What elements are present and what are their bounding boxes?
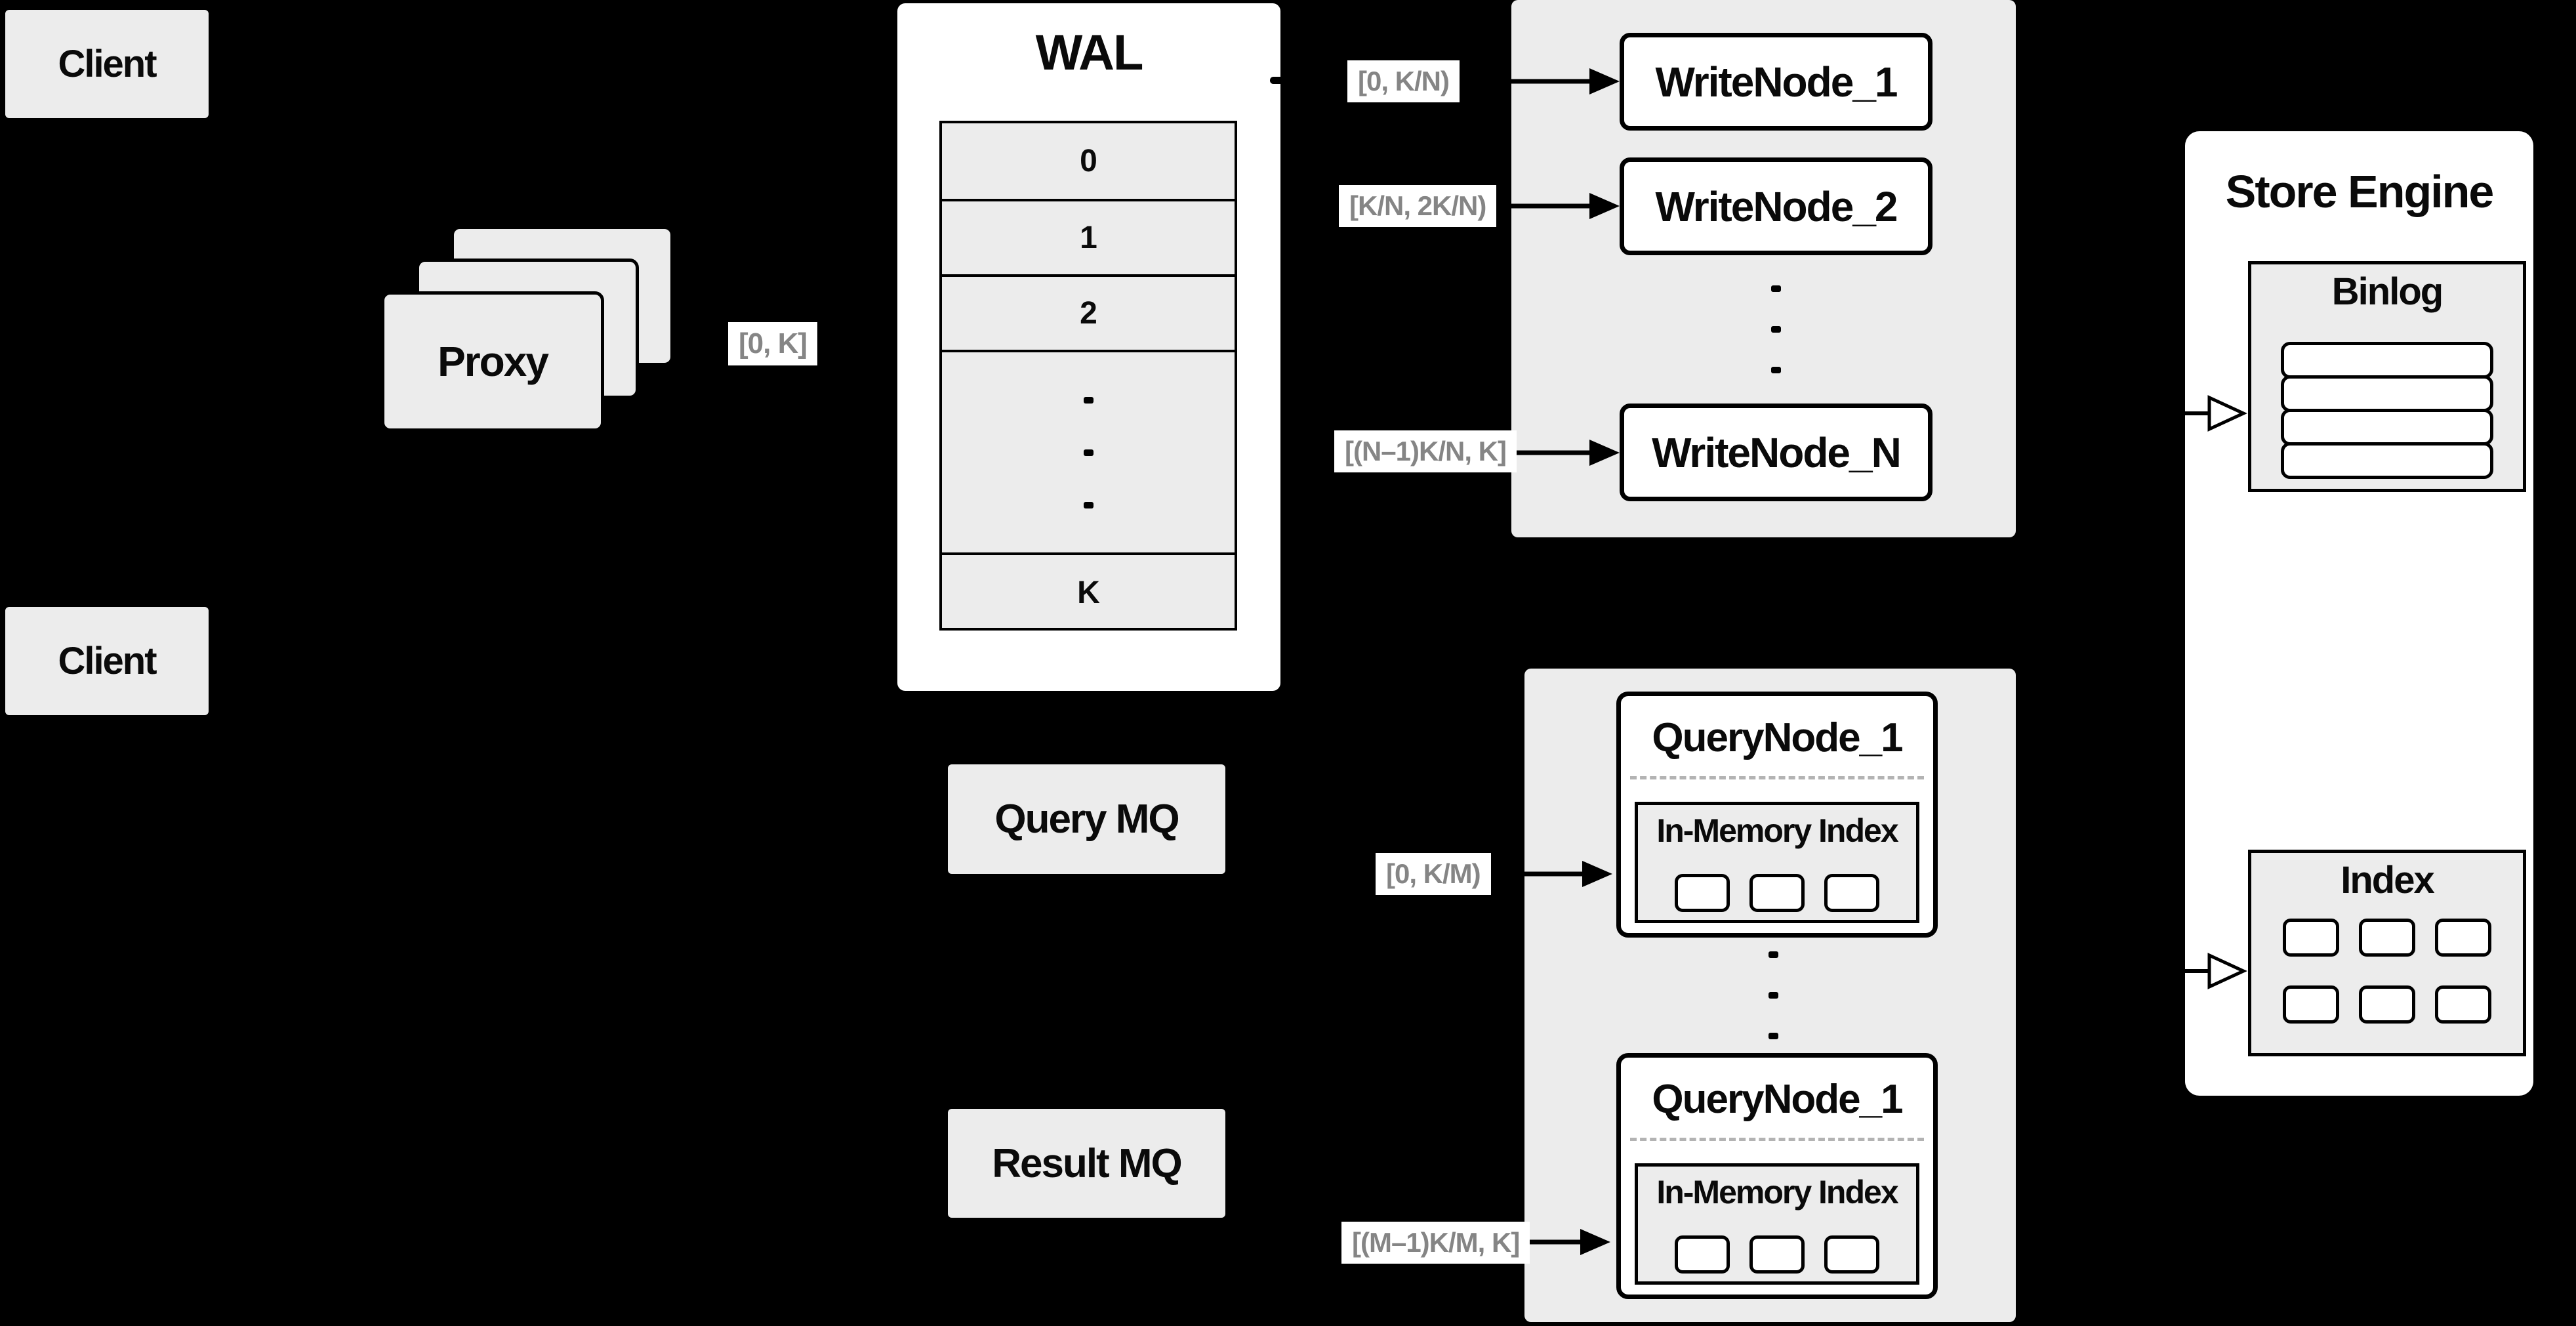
- in-memory-index-2-label: In-Memory Index: [1656, 1174, 1898, 1211]
- index-cell: [2435, 919, 2491, 957]
- index-segment: [1824, 874, 1879, 912]
- wal-title: WAL: [1035, 25, 1144, 81]
- binlog-box: Binlog: [2248, 261, 2526, 492]
- query-node-2-title: QueryNode_1: [1652, 1077, 1903, 1122]
- index-segment: [1749, 1235, 1805, 1274]
- in-memory-index-1: In-Memory Index: [1635, 802, 1919, 923]
- query-mq-box: Query MQ: [948, 764, 1225, 874]
- write-node-n: WriteNode_N: [1620, 404, 1932, 501]
- proxy-box: Proxy: [381, 291, 604, 432]
- store-engine-container: Store Engine Binlog Index: [2185, 131, 2533, 1096]
- query-node-1: QueryNode_1 In-Memory Index: [1616, 692, 1938, 938]
- in-memory-segments: [1638, 874, 1916, 912]
- write-node-2: WriteNode_2: [1620, 157, 1932, 255]
- client-box-top: Client: [5, 10, 209, 118]
- binlog-row: [2281, 409, 2493, 445]
- query-node-ellipsis: [1768, 951, 1778, 1039]
- wal-table: 0 1 2 K: [939, 121, 1237, 631]
- ellipsis-dot: [1768, 1033, 1778, 1039]
- index-segment: [1824, 1235, 1879, 1274]
- ellipsis-dot: [1771, 326, 1781, 333]
- in-memory-segments: [1638, 1235, 1916, 1274]
- index-cell: [2435, 985, 2491, 1024]
- range-chip-proxy: [0, K]: [728, 322, 817, 366]
- index-segment: [1675, 874, 1730, 912]
- client-bottom-label: Client: [58, 640, 157, 682]
- index-segment: [1749, 874, 1805, 912]
- wal-row-0: 0: [942, 123, 1235, 201]
- in-memory-index-1-label: In-Memory Index: [1656, 812, 1898, 849]
- query-node-2: QueryNode_1 In-Memory Index: [1616, 1053, 1938, 1299]
- write-node-1: WriteNode_1: [1620, 33, 1932, 131]
- wal-container: WAL 0 1 2 K: [897, 3, 1280, 691]
- index-title: Index: [2341, 859, 2435, 901]
- write-node-1-label: WriteNode_1: [1655, 58, 1898, 106]
- wal-row-k: K: [1077, 575, 1100, 610]
- store-engine-title: Store Engine: [2225, 166, 2495, 217]
- write-node-ellipsis: [1771, 285, 1781, 373]
- index-cell: [2359, 919, 2415, 957]
- index-cell: [2283, 919, 2339, 957]
- index-segment: [1675, 1235, 1730, 1274]
- write-node-n-label: WriteNode_N: [1652, 428, 1902, 476]
- range-chip-writenode-2: [K/N, 2K/N): [1339, 185, 1497, 228]
- binlog-rows: [2281, 342, 2493, 479]
- range-chip-writenode-1: [0, K/N): [1347, 60, 1460, 103]
- wal-row-ellipsis: [942, 352, 1235, 555]
- ellipsis-dot: [1768, 992, 1778, 999]
- wal-row-2: 2: [942, 277, 1235, 352]
- client-top-label: Client: [58, 43, 157, 85]
- ellipsis-dot: [1083, 396, 1094, 404]
- binlog-title: Binlog: [2331, 270, 2443, 313]
- wal-row-1: 1: [942, 201, 1235, 277]
- range-chip-querynode-2: [(M–1)K/M, K]: [1341, 1222, 1530, 1264]
- write-node-2-label: WriteNode_2: [1655, 182, 1898, 230]
- ellipsis-dot: [1771, 367, 1781, 373]
- proxy-label: Proxy: [438, 338, 549, 385]
- result-mq-label: Result MQ: [992, 1140, 1183, 1186]
- ellipsis-dot: [1771, 285, 1781, 292]
- binlog-row: [2281, 342, 2493, 379]
- client-box-bottom: Client: [5, 607, 209, 715]
- result-mq-box: Result MQ: [948, 1109, 1225, 1218]
- index-cell: [2359, 985, 2415, 1024]
- query-node-2-divider: [1630, 1138, 1924, 1141]
- index-cell: [2283, 985, 2339, 1024]
- in-memory-index-2: In-Memory Index: [1635, 1163, 1919, 1285]
- query-mq-label: Query MQ: [994, 797, 1179, 842]
- binlog-row: [2281, 375, 2493, 412]
- ellipsis-dot: [1083, 501, 1094, 508]
- binlog-row: [2281, 442, 2493, 479]
- query-node-1-divider: [1630, 776, 1924, 779]
- query-node-1-title: QueryNode_1: [1652, 715, 1903, 760]
- ellipsis-dot: [1768, 951, 1778, 958]
- index-box: Index: [2248, 850, 2526, 1056]
- range-chip-writenode-n: [(N–1)K/N, K]: [1334, 430, 1517, 473]
- ellipsis-dot: [1083, 449, 1094, 456]
- index-cells: [2251, 919, 2523, 1024]
- range-chip-querynode-1: [0, K/M): [1376, 853, 1491, 896]
